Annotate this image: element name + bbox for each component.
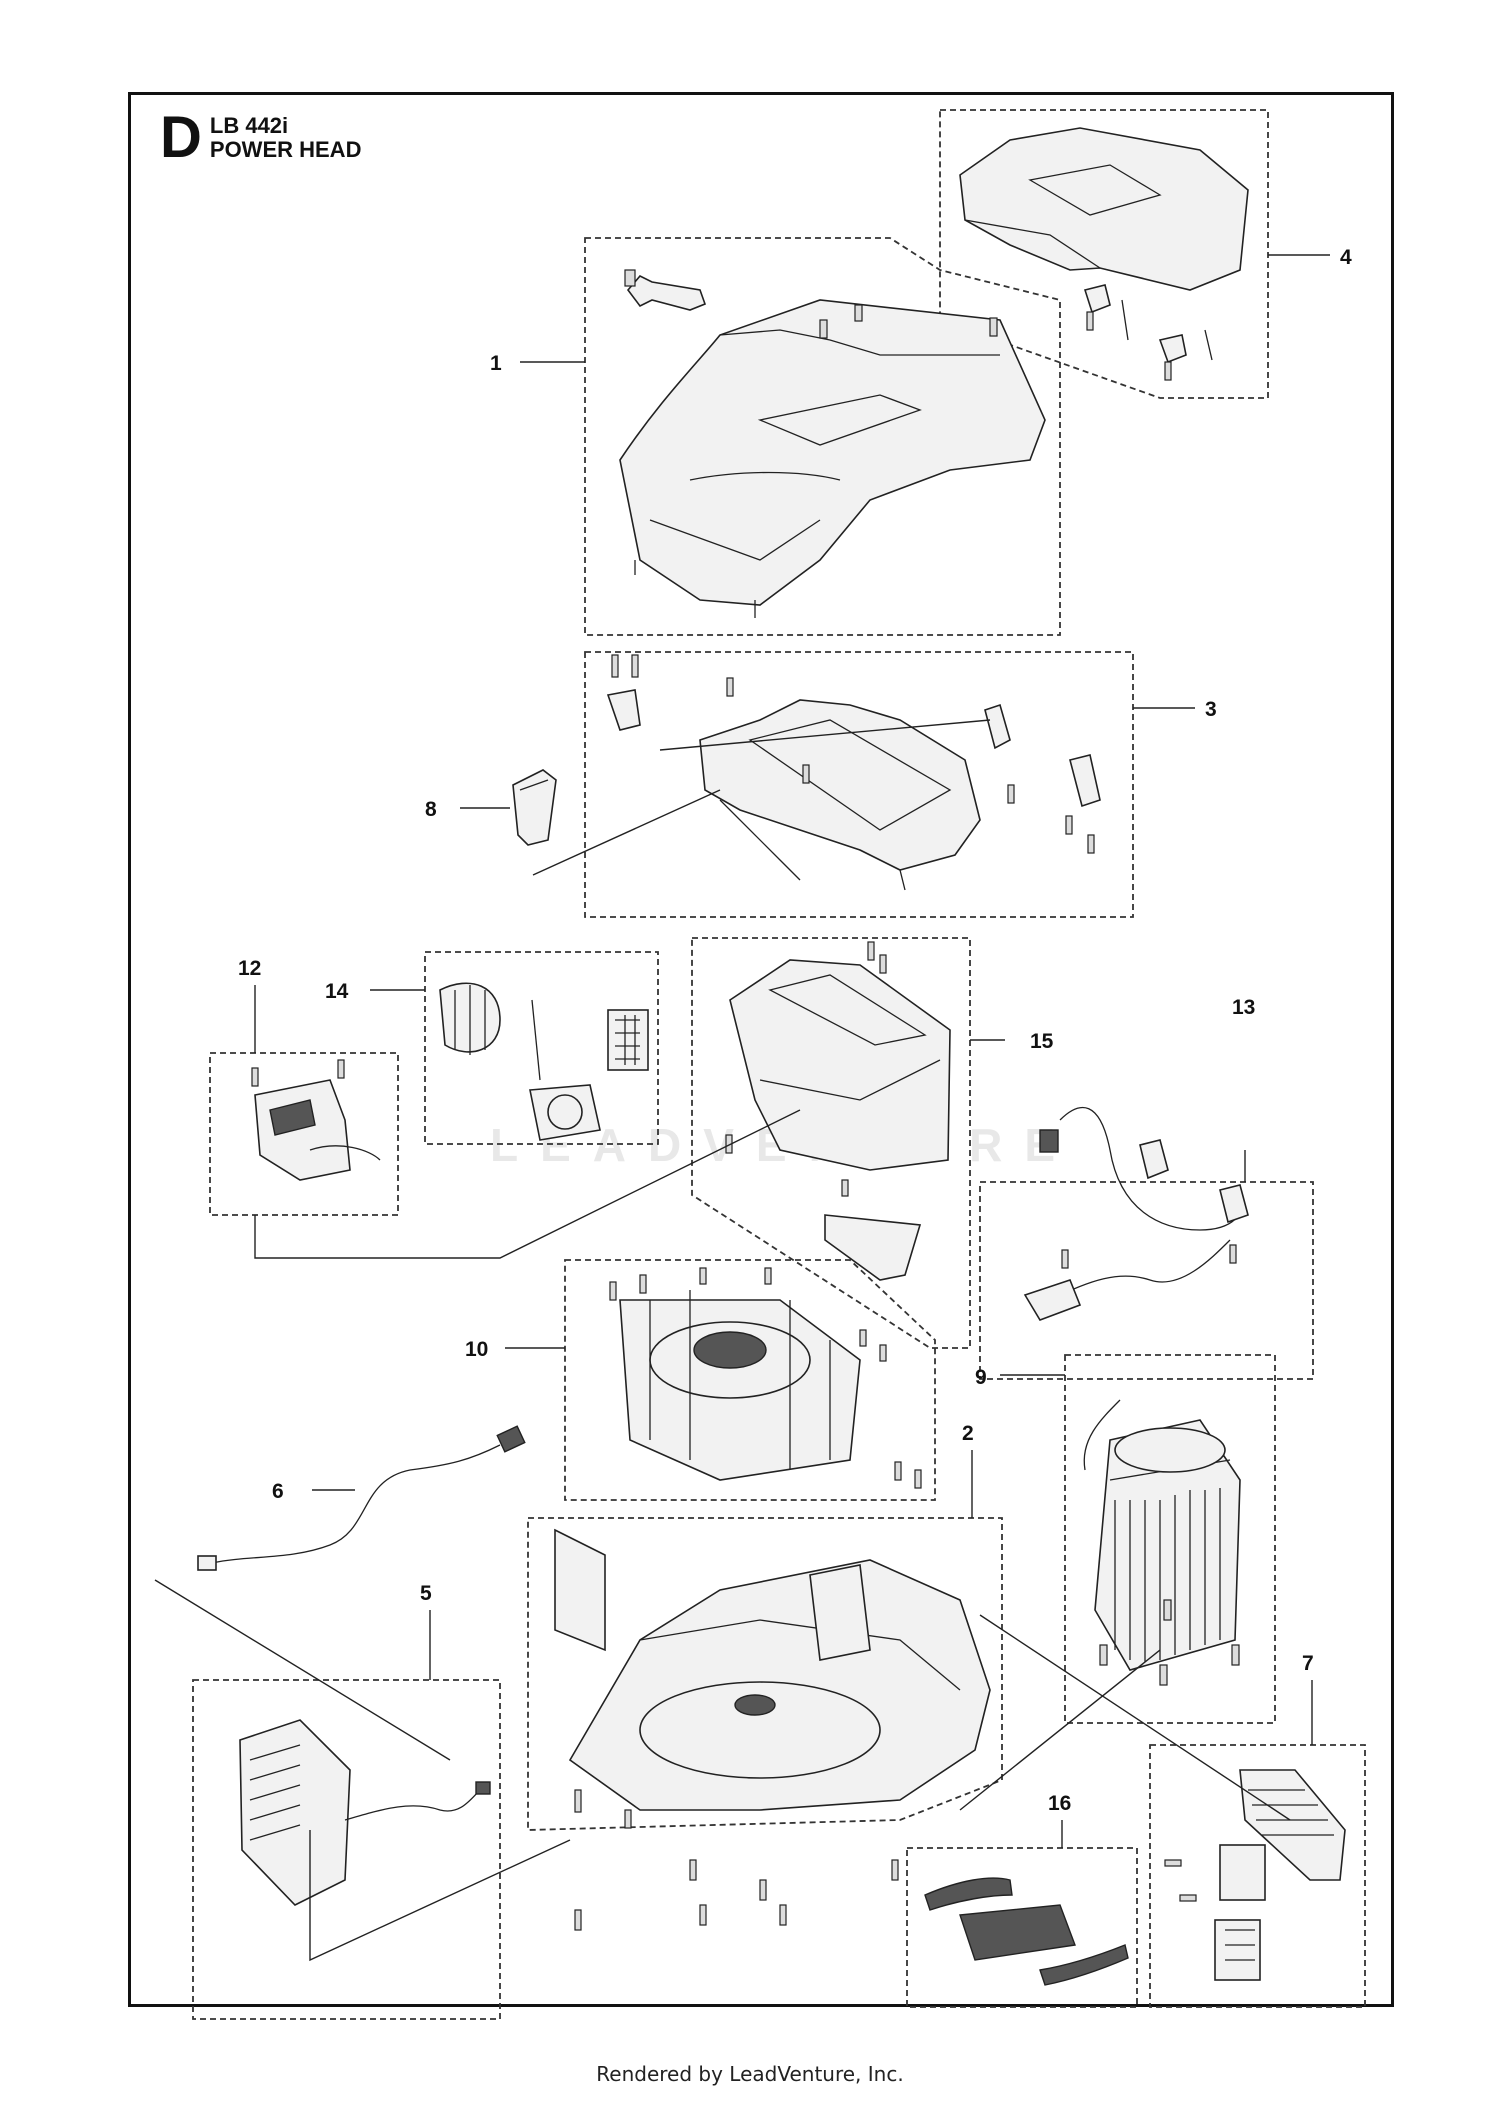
part-1-upper-cover — [619, 269, 1046, 618]
group-box-13 — [979, 1181, 1314, 1380]
part-7-air-filter-cover — [1164, 1769, 1346, 1981]
part-6-power-cable — [197, 1425, 526, 1571]
callout-13: 13 — [1232, 996, 1255, 1019]
callout-4: 4 — [1340, 246, 1352, 269]
part-13-wiring-harness — [1023, 1106, 1249, 1321]
group-box-7 — [1149, 1744, 1366, 2008]
assembly-name: POWER HEAD — [209, 137, 362, 162]
part-10-fan-housing — [609, 1267, 887, 1481]
callout-12: 12 — [238, 957, 261, 980]
group-box-14 — [424, 951, 659, 1145]
group-box-5 — [192, 1679, 501, 2020]
group-box-3 — [584, 651, 1134, 918]
part-4-top-hood — [959, 127, 1249, 381]
diagram-frame — [128, 92, 1394, 2007]
callout-3: 3 — [1205, 698, 1217, 721]
group-box-1 — [584, 237, 1061, 636]
part-12-control-board — [251, 1059, 381, 1181]
callout-10: 10 — [465, 1338, 488, 1361]
group-box-12 — [209, 1052, 399, 1216]
section-letter: D — [160, 105, 202, 170]
group-box-10 — [564, 1259, 936, 1501]
callout-16: 16 — [1048, 1792, 1071, 1815]
callout-15: 15 — [1030, 1030, 1054, 1053]
callout-6: 6 — [272, 1480, 284, 1503]
callout-9: 9 — [975, 1366, 987, 1389]
group-box-2 — [527, 1517, 1003, 1831]
group-box-16 — [906, 1847, 1138, 2008]
group-box-15 — [691, 937, 971, 1349]
hood-latch-left — [1083, 284, 1129, 341]
part-2-main-housing — [554, 1461, 991, 1931]
callout-1: 1 — [490, 352, 502, 375]
callout-7: 7 — [1302, 1652, 1314, 1675]
hood-latch-right — [1158, 329, 1213, 381]
title-block: D LB 442i POWER HEAD — [160, 105, 362, 170]
part-3-chassis-frame — [606, 654, 1101, 891]
group-box-4 — [939, 109, 1269, 399]
footer-credit: Rendered by LeadVenture, Inc. — [596, 2062, 904, 2086]
part-8-handle-grip — [512, 769, 557, 846]
callout-8: 8 — [425, 798, 437, 821]
part-16-filter-mats — [924, 1877, 1129, 1986]
part-14-cooling-fan — [439, 982, 649, 1141]
callout-2: 2 — [962, 1422, 974, 1445]
group-box-9 — [1064, 1354, 1276, 1724]
callout-14: 14 — [325, 980, 349, 1003]
model-name: LB 442i — [209, 113, 289, 138]
callout-5: 5 — [420, 1582, 432, 1605]
part-9-motor — [1083, 1399, 1241, 1686]
part-15-battery-housing — [725, 941, 951, 1281]
part-5-battery — [239, 1719, 491, 1906]
